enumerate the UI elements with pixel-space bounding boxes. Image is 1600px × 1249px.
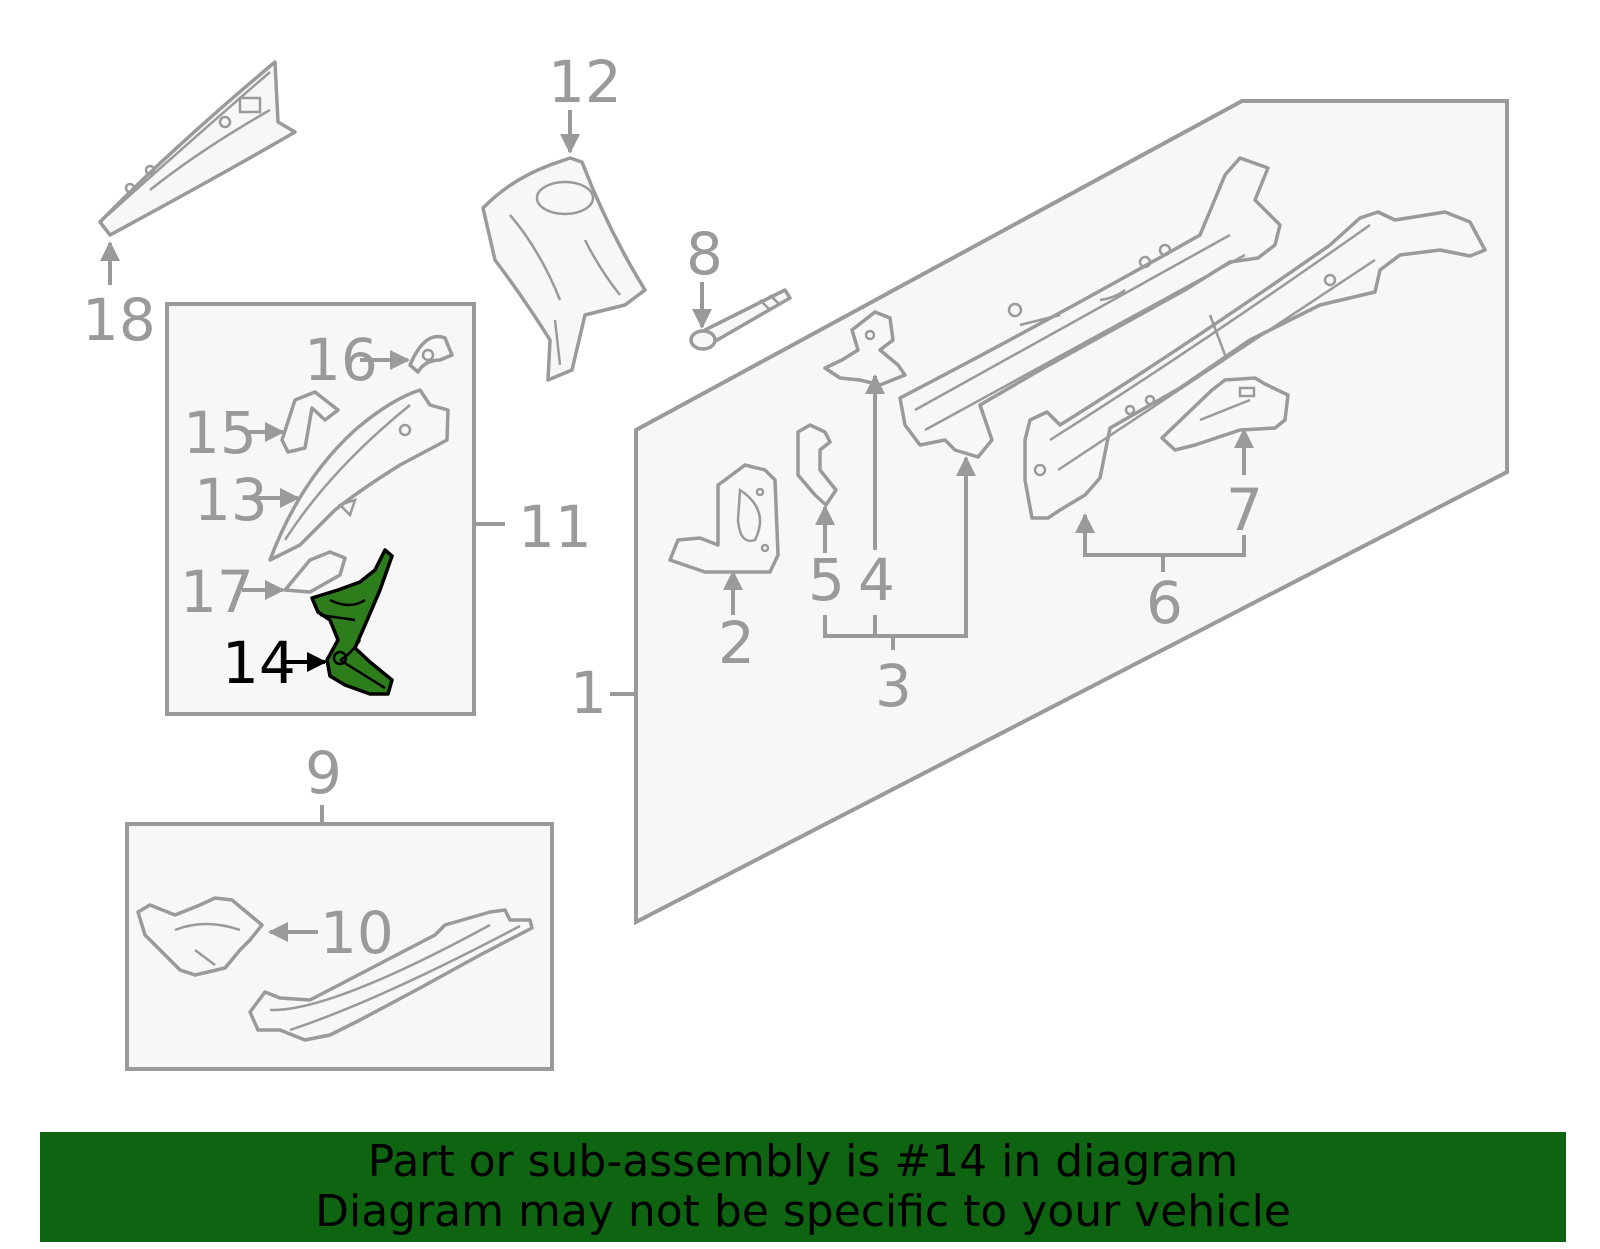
part-14-highlighted[interactable] bbox=[310, 548, 394, 696]
callout-15: 15 bbox=[183, 399, 257, 467]
callout-14: 14 bbox=[222, 629, 296, 697]
callout-4: 4 bbox=[858, 546, 895, 614]
callout-7: 7 bbox=[1226, 476, 1263, 544]
callout-1: 1 bbox=[570, 659, 607, 727]
part-18-apron-reinforcement[interactable] bbox=[98, 60, 297, 237]
part-9-rail[interactable] bbox=[248, 908, 534, 1042]
part-3-side-rail[interactable] bbox=[898, 156, 1282, 459]
callout-18: 18 bbox=[82, 286, 156, 354]
part-5-bracket[interactable] bbox=[796, 423, 838, 507]
part-7-bracket[interactable] bbox=[1160, 376, 1290, 452]
part-2-bracket[interactable] bbox=[668, 463, 780, 574]
callout-3: 3 bbox=[875, 652, 912, 720]
part-8-bolt[interactable] bbox=[689, 288, 792, 351]
part-16-bracket[interactable] bbox=[408, 334, 454, 374]
callout-17: 17 bbox=[180, 558, 254, 626]
banner-line-1: Part or sub-assembly is #14 in diagram bbox=[367, 1136, 1239, 1187]
callout-10: 10 bbox=[320, 899, 394, 967]
part-13-rail-extension[interactable] bbox=[268, 388, 450, 562]
callout-2: 2 bbox=[718, 609, 755, 677]
callout-5: 5 bbox=[808, 546, 845, 614]
banner-line-2: Diagram may not be specific to your vehi… bbox=[315, 1186, 1291, 1237]
callout-12: 12 bbox=[548, 48, 622, 116]
callout-16: 16 bbox=[304, 326, 378, 394]
callout-9: 9 bbox=[305, 739, 342, 807]
part-15-bracket[interactable] bbox=[280, 390, 340, 454]
callout-8: 8 bbox=[686, 220, 723, 288]
bracket-3 bbox=[823, 458, 968, 638]
part-12-wheelhouse[interactable] bbox=[481, 156, 647, 382]
callout-6: 6 bbox=[1146, 569, 1183, 637]
part-4-bracket[interactable] bbox=[823, 310, 907, 387]
bracket-3-mid bbox=[873, 615, 895, 650]
info-banner: Part or sub-assembly is #14 in diagram D… bbox=[40, 1132, 1566, 1242]
callout-13: 13 bbox=[194, 466, 268, 534]
part-6-lower-rail[interactable] bbox=[1023, 210, 1487, 520]
part-10-wheelhouse-inner[interactable] bbox=[136, 896, 264, 977]
part-17-plate[interactable] bbox=[283, 550, 347, 594]
callout-11: 11 bbox=[518, 493, 592, 561]
